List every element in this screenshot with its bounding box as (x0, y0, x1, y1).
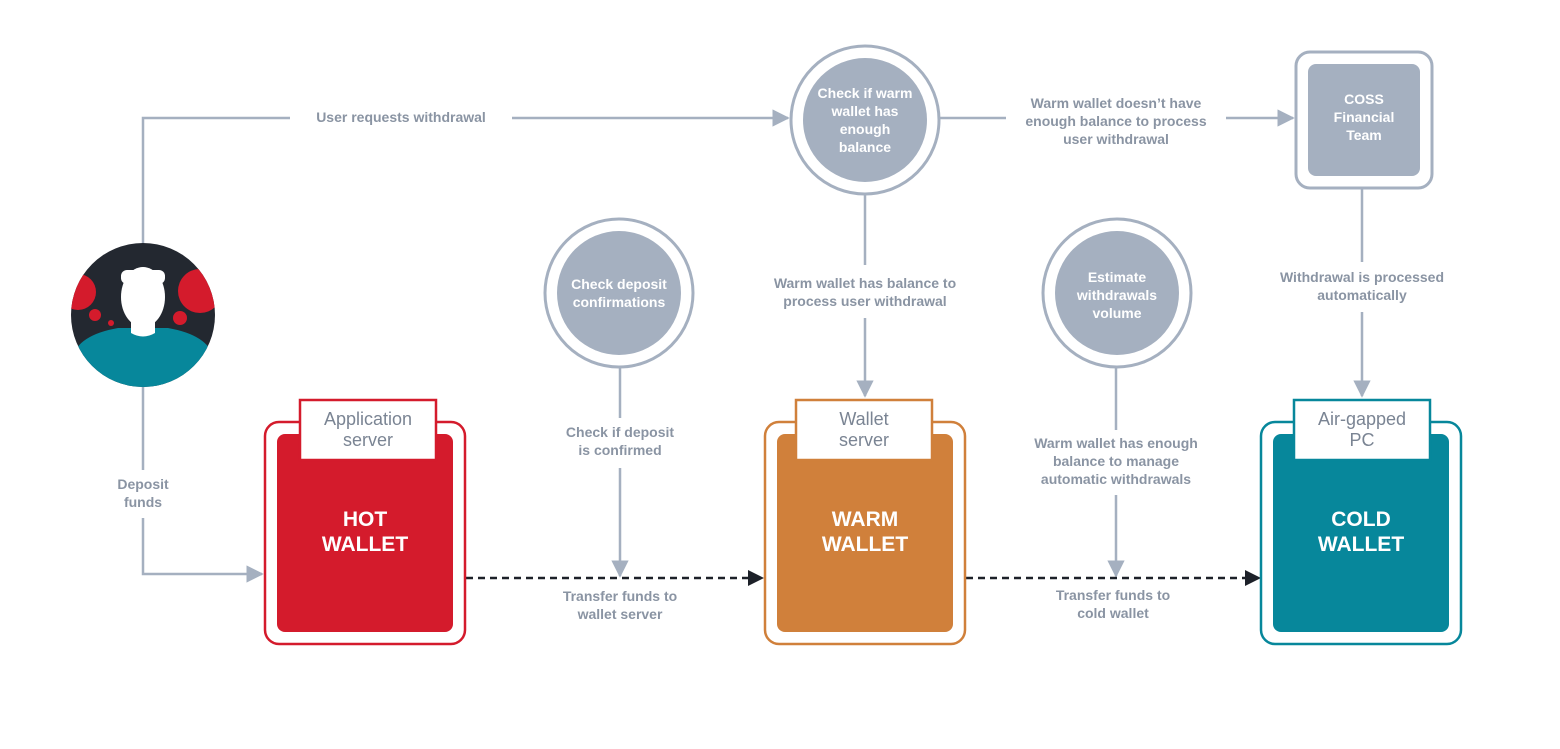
edge-deposit-funds-arrow (141, 518, 264, 583)
user-avatar-icon (71, 243, 215, 387)
check-deposit-label: Check deposit confirmations (571, 276, 667, 310)
hot-wallet-tab-label: Application server (323, 409, 413, 450)
cold-wallet (1259, 398, 1463, 646)
withdrawal-auto-label: Withdrawal is processed automatically (1279, 269, 1445, 303)
coss-team-label: COSS Financial Team (1333, 91, 1395, 143)
transfer-edges (466, 570, 1261, 586)
transfer-cold-label: Transfer funds to cold wallet (1055, 587, 1171, 621)
check-deposit-node (543, 217, 695, 369)
edge-user-requests-withdrawal (141, 116, 290, 243)
check-warm-node (789, 44, 941, 196)
warm-enough-manage-label: Warm wallet has enough balance to manage… (1034, 435, 1198, 487)
check-warm-label: Check if warm wallet has enough balance (817, 85, 913, 155)
coss-team-node (1294, 50, 1434, 190)
cold-wallet-name: COLD WALLET (1317, 508, 1405, 556)
arrowhead-transfer-wallet-server (748, 570, 764, 586)
warm-wallet (763, 398, 967, 646)
estimate-volume-label: Estimate withdrawals volume (1076, 269, 1158, 321)
transfer-wallet-server-label: Transfer funds to wallet server (562, 588, 678, 622)
user-requests-label: User requests withdrawal (316, 109, 486, 125)
warm-not-enough-label: Warm wallet doesn’t have enough balance … (1025, 95, 1207, 147)
estimate-volume-node (1041, 217, 1193, 369)
warm-has-balance-label: Warm wallet has balance to process user … (773, 275, 957, 309)
hot-wallet (263, 398, 467, 646)
warm-wallet-tab-label: Wallet server (838, 409, 889, 450)
connectors (141, 109, 1371, 583)
hot-wallet-name: HOT WALLET (321, 508, 409, 556)
arrowhead-transfer-cold (1245, 570, 1261, 586)
deposit-funds-label: Deposit funds (117, 476, 169, 510)
check-confirmed-label: Check if deposit is confirmed (565, 424, 675, 458)
cold-wallet-tab-label: Air-gapped PC (1317, 409, 1407, 450)
warm-wallet-name: WARM WALLET (821, 508, 909, 556)
